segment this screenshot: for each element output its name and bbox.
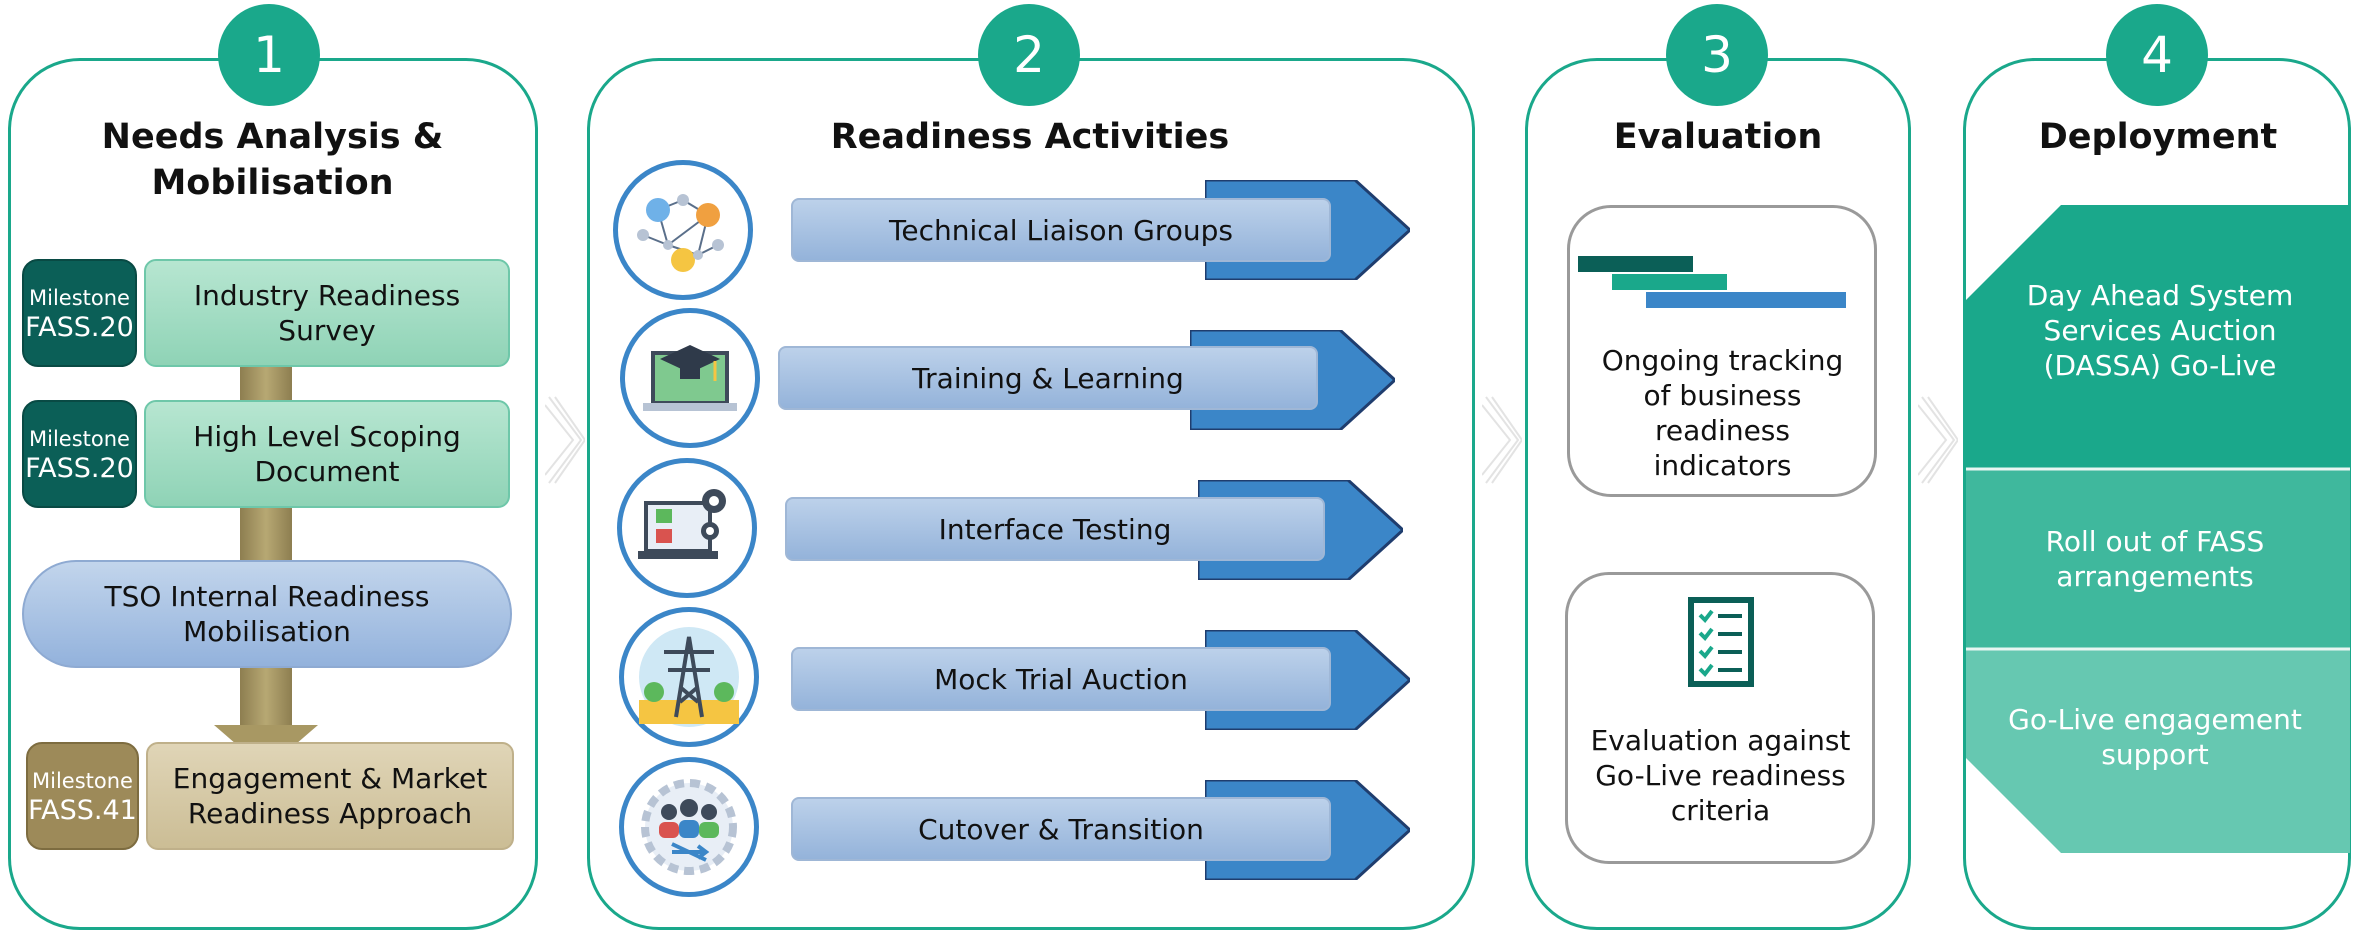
evaluation-text-tracking: Ongoing tracking of business readiness i… [1601, 344, 1844, 482]
checklist-gears-icon [617, 458, 757, 598]
activity-bar: Mock Trial Auction [791, 647, 1331, 711]
milestone-code: FASS.20 [25, 312, 134, 343]
activity-bar: Interface Testing [785, 497, 1325, 561]
chevron-right-icon [1482, 396, 1522, 484]
milestone-label: Milestone [29, 286, 130, 310]
chevron-right-icon [545, 396, 585, 484]
evaluation-card-criteria: Evaluation against Go-Live readiness cri… [1565, 572, 1875, 864]
gantt-icon [1578, 256, 1846, 308]
phase-1-number: 1 [218, 4, 320, 106]
milestone-badge-survey: Milestone FASS.20 [22, 259, 137, 367]
evaluation-text-criteria: Evaluation against Go-Live readiness cri… [1590, 724, 1851, 827]
phase-2-number: 2 [978, 4, 1080, 106]
milestone-badge-scoping: Milestone FASS.20 [22, 400, 137, 508]
pylon-icon [619, 607, 759, 747]
phase-3-title: Evaluation [1613, 117, 1823, 157]
evaluation-card-tracking: Ongoing tracking of business readiness i… [1567, 205, 1877, 497]
high-level-scoping-box: High Level Scoping Document [144, 400, 510, 508]
activity-bar: Technical Liaison Groups [791, 198, 1331, 262]
engagement-approach-box: Engagement & Market Readiness Approach [146, 742, 514, 850]
checklist-icon [1688, 597, 1754, 687]
phase-1-title: Needs Analysis & Mobilisation [101, 117, 444, 203]
deployment-item-engagement: Go-Live engagement support [2008, 703, 2302, 771]
milestone-label: Milestone [29, 427, 130, 451]
team-gear-icon [619, 757, 759, 897]
milestone-code: FASS.20 [25, 453, 134, 484]
phase-4-number: 4 [2106, 4, 2208, 106]
phase-3-number: 3 [1666, 4, 1768, 106]
milestone-code: FASS.41 [28, 795, 137, 826]
milestone-label: Milestone [32, 769, 133, 793]
activity-bar: Cutover & Transition [791, 797, 1331, 861]
deployment-item-rollout: Roll out of FASS arrangements [2045, 525, 2265, 593]
chevron-right-icon [1918, 396, 1958, 484]
network-people-icon [613, 160, 753, 300]
activity-bar: Training & Learning [778, 346, 1318, 410]
phase-2-title: Readiness Activities [830, 117, 1230, 157]
tso-readiness-box: TSO Internal Readiness Mobilisation [22, 560, 512, 668]
phase-4-title: Deployment [2038, 117, 2278, 157]
milestone-badge-engagement: Milestone FASS.41 [26, 742, 139, 850]
deployment-shape [1966, 205, 2350, 853]
deployment-item-dassa: Day Ahead System Services Auction (DASSA… [2026, 279, 2294, 382]
graduation-laptop-icon [620, 308, 760, 448]
industry-readiness-survey-box: Industry Readiness Survey [144, 259, 510, 367]
